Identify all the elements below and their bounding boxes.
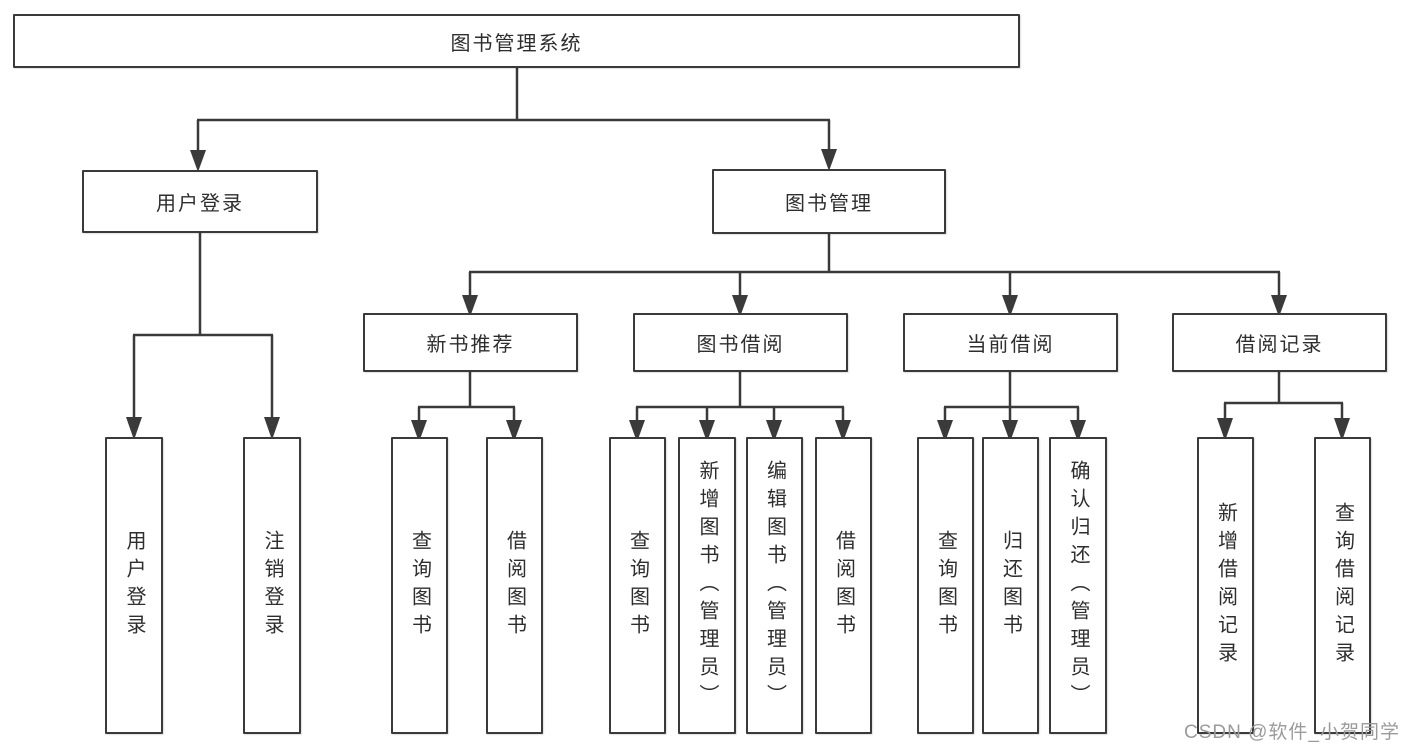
leaf-query-book-current-label: 查询图书 [934,529,957,642]
node-new-book-recommend-label: 新书推荐 [426,334,515,356]
leaf-add-borrow-record: 新增借阅记录 [1197,437,1254,734]
node-book-borrow: 图书借阅 [633,313,848,372]
leaf-query-book-borrow-label: 查询图书 [626,529,649,642]
leaf-logout: 注销登录 [243,437,301,734]
node-root: 图书管理系统 [13,14,1020,68]
leaf-borrow-book-recommend-label: 借阅图书 [503,529,526,642]
node-borrow-records-label: 借阅记录 [1235,334,1324,356]
leaf-query-book-borrow: 查询图书 [609,437,666,734]
node-current-borrow: 当前借阅 [903,313,1118,372]
leaf-add-book-admin: 新增图书（管理员） [678,437,736,734]
leaf-add-borrow-record-label: 新增借阅记录 [1214,501,1237,670]
node-new-book-recommend: 新书推荐 [363,313,578,372]
leaf-logout-label: 注销登录 [261,529,283,642]
leaf-query-borrow-record: 查询借阅记录 [1314,437,1371,734]
node-user-login-label: 用户登录 [156,193,244,215]
node-borrow-records: 借阅记录 [1172,313,1387,372]
leaf-user-login-label: 用户登录 [123,529,145,642]
leaf-query-borrow-record-label: 查询借阅记录 [1331,501,1354,670]
leaf-borrow-book: 借阅图书 [815,437,872,734]
node-book-borrow-label: 图书借阅 [696,334,785,356]
leaf-confirm-return-admin: 确认归还（管理员） [1049,437,1107,734]
leaf-edit-book-admin-label: 编辑图书（管理员） [763,459,786,712]
leaf-return-book-label: 归还图书 [999,529,1022,642]
leaf-return-book: 归还图书 [982,437,1039,734]
leaf-query-book-recommend-label: 查询图书 [408,529,431,642]
node-book-management-label: 图书管理 [785,193,873,215]
leaf-borrow-book-recommend: 借阅图书 [486,437,543,734]
node-current-borrow-label: 当前借阅 [966,334,1055,356]
leaf-query-book-recommend: 查询图书 [391,437,448,734]
leaf-confirm-return-admin-label: 确认归还（管理员） [1067,459,1089,712]
node-root-label: 图书管理系统 [450,32,583,55]
node-book-management: 图书管理 [712,169,946,234]
watermark: CSDN @软件_小贺同学 [1184,722,1400,743]
leaf-edit-book-admin: 编辑图书（管理员） [746,437,803,734]
node-user-login: 用户登录 [82,170,318,233]
leaf-query-book-current: 查询图书 [917,437,974,734]
leaf-borrow-book-label: 借阅图书 [832,529,855,642]
leaf-user-login: 用户登录 [105,437,163,734]
leaf-add-book-admin-label: 新增图书（管理员） [696,459,718,712]
